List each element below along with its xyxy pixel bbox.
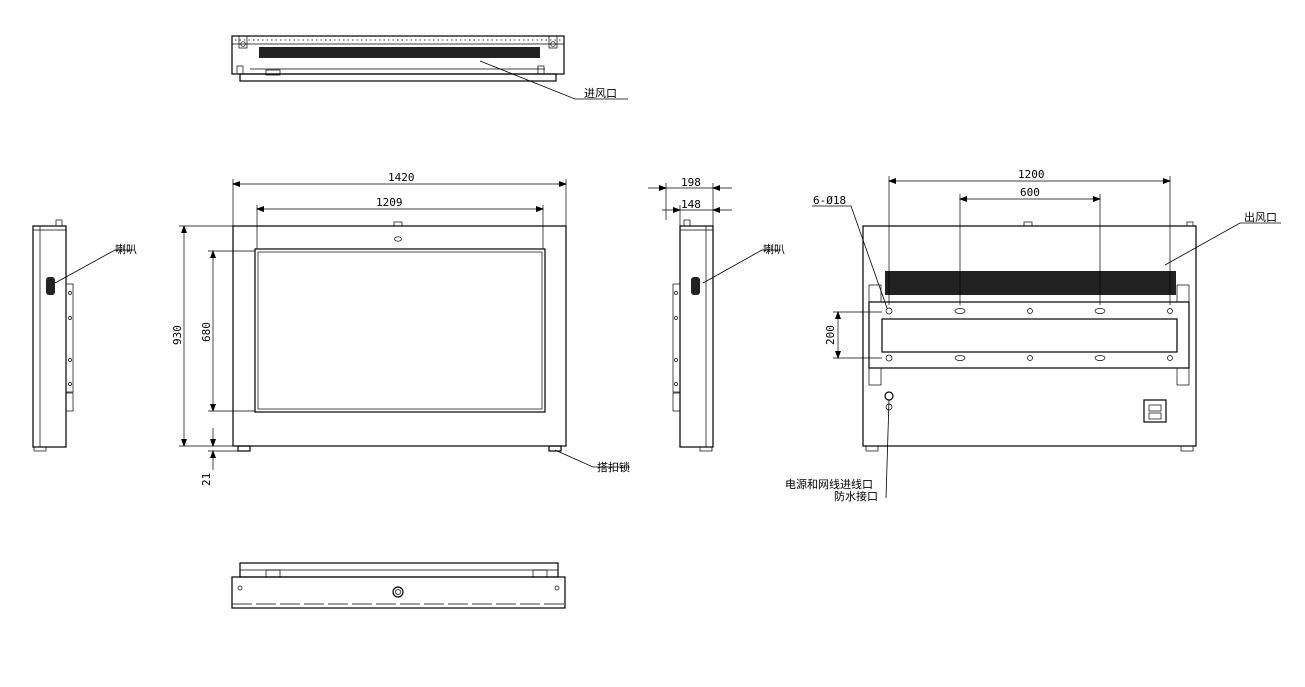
dim-depth-total: 198 xyxy=(681,176,701,189)
speaker-icon xyxy=(46,277,55,295)
mount-hole xyxy=(1167,355,1173,361)
mount-slot xyxy=(954,308,966,314)
back-view: 1200 600 200 6-Ø18 出风口 电源和网线进线口 防水接口 xyxy=(785,168,1281,503)
dim-foot-height: 21 xyxy=(200,473,213,486)
dim-depth-body: 148 xyxy=(681,198,701,211)
speaker-left-label: 喇叭 xyxy=(115,242,137,256)
right-side-view: 喇叭 198 148 xyxy=(648,176,785,452)
screw-icon xyxy=(554,585,560,591)
buckle-lock-right xyxy=(548,445,562,452)
speaker-right-label: 喇叭 xyxy=(763,242,785,256)
holes-label: 6-Ø18 xyxy=(813,194,846,207)
mount-slot xyxy=(1094,355,1106,361)
buckle-lock-left xyxy=(237,445,251,452)
dim-overall-width: 1420 xyxy=(388,171,415,184)
dim-screen-height: 680 xyxy=(200,322,213,342)
air-inlet-label: 进风口 xyxy=(584,87,617,100)
mount-slot xyxy=(1094,308,1106,314)
mount-slot xyxy=(954,355,966,361)
top-view: 进风口 xyxy=(231,35,628,100)
mount-hole xyxy=(1027,308,1033,314)
lock-box xyxy=(1143,399,1167,423)
air-outlet-grille xyxy=(885,271,1176,295)
dim-screen-width: 1209 xyxy=(376,196,403,209)
air-inlet-grille xyxy=(259,47,540,58)
dim-mount-height: 200 xyxy=(824,325,837,345)
mount-hole xyxy=(885,354,893,362)
dim-overall-height: 930 xyxy=(171,325,184,345)
air-outlet-label: 出风口 xyxy=(1244,210,1277,224)
power-network-inlet-label: 电源和网线进线口 xyxy=(785,477,873,491)
bottom-inlet-icon xyxy=(392,586,404,598)
speaker-icon xyxy=(691,277,700,295)
front-view: 搭扣锁 1420 1209 930 680 21 xyxy=(171,171,630,486)
left-side-view: 喇叭 xyxy=(32,219,137,452)
mount-hole xyxy=(885,307,893,315)
mount-hole xyxy=(1027,355,1033,361)
bottom-view xyxy=(231,562,566,609)
dim-mount-width: 1200 xyxy=(1018,168,1045,181)
waterproof-connector-icon xyxy=(884,391,894,401)
dim-mount-pitch: 600 xyxy=(1020,186,1040,199)
screw-icon xyxy=(237,585,243,591)
mount-hole xyxy=(1167,308,1173,314)
waterproof-connector-label: 防水接口 xyxy=(834,489,878,503)
buckle-lock-label: 搭扣锁 xyxy=(597,460,630,474)
